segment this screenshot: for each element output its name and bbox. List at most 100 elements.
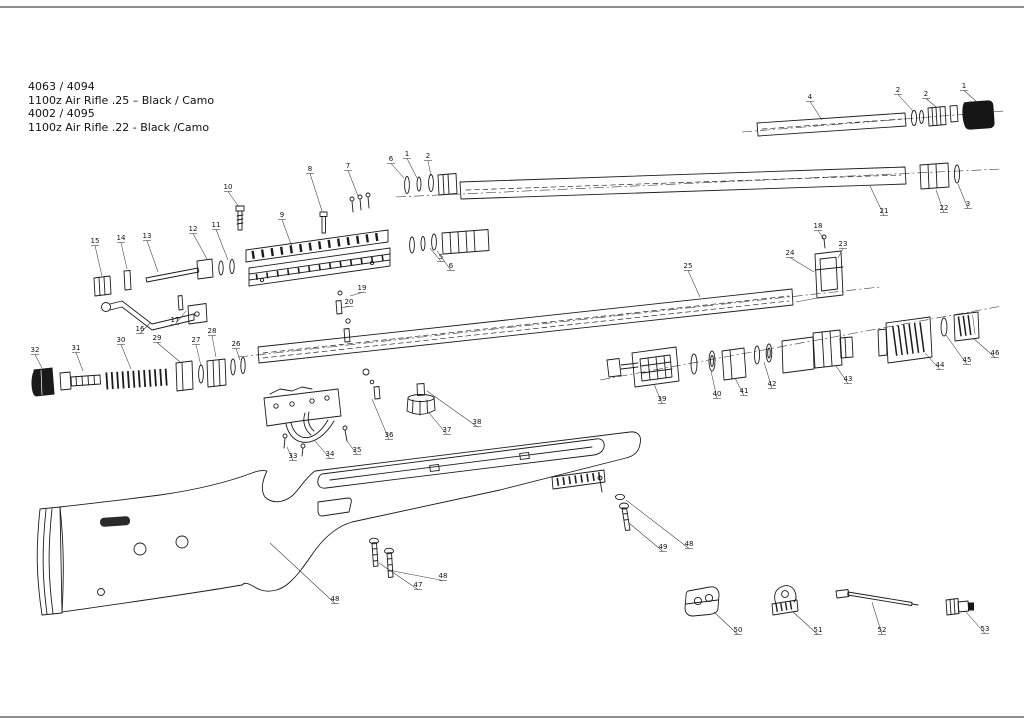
part-number-30: 30 [117, 336, 126, 344]
small-screw [597, 475, 603, 493]
part-number-32: 32 [31, 346, 40, 354]
barrel-band [684, 586, 720, 617]
seal-ring [708, 350, 716, 372]
vent-grooves [551, 469, 606, 490]
part-number-38: 38 [473, 418, 482, 426]
adjuster-knob [406, 383, 436, 416]
part-number-42: 42 [768, 380, 777, 388]
lever-pivot [187, 303, 208, 325]
callout-leader-48 [625, 499, 690, 549]
callout-leader-48 [392, 570, 444, 581]
part-number-16: 16 [136, 325, 145, 333]
callout-leader-41 [734, 377, 745, 396]
part-number-31: 31 [72, 344, 81, 352]
cocking-rod [145, 258, 214, 283]
part-number-44: 44 [936, 361, 945, 369]
callout-leader-34 [314, 440, 331, 459]
hammer-spring-assembly [31, 357, 246, 397]
callout-leader-26 [235, 348, 241, 361]
callout-leader-2 [897, 94, 914, 112]
muzzle-adapter [919, 162, 950, 190]
guide-sleeve [206, 358, 227, 388]
part-number-3: 3 [966, 200, 970, 208]
model-name-22: 1100z Air Rifle .22 - Black /Camo [28, 120, 210, 134]
sling-stud-hole [97, 588, 105, 596]
stock-screws-rear [597, 475, 631, 531]
model-codes-22: 4002 / 4095 [28, 107, 95, 120]
valve-assembly [599, 305, 1003, 388]
washer [940, 317, 948, 337]
inlet-fitting [606, 358, 639, 378]
callout-leader-1 [406, 158, 418, 179]
part-number-28: 28 [208, 327, 217, 335]
barrel-collar [437, 173, 458, 196]
callout-leader-22 [935, 189, 945, 213]
part-number-21: 21 [880, 207, 889, 215]
callout-leader-25 [687, 270, 701, 298]
power-adjuster [877, 316, 933, 364]
shroud-assembly [741, 100, 1005, 137]
part-number-14: 14 [117, 234, 126, 242]
knurl [957, 314, 976, 337]
breech-cylinder [441, 229, 490, 255]
washer [198, 364, 204, 384]
part-number-19: 19 [358, 284, 367, 292]
part-number-27: 27 [192, 336, 201, 344]
part-number-39: 39 [658, 395, 667, 403]
end-plug [93, 275, 112, 297]
trigger-screw [342, 425, 348, 442]
part-number-22: 22 [940, 204, 949, 212]
callout-leader-38 [426, 390, 478, 427]
part-number-8: 8 [308, 165, 312, 173]
fill-probe [945, 598, 974, 616]
part-number-45: 45 [963, 356, 972, 364]
o-ring [428, 174, 434, 192]
air-cylinder-tube [237, 286, 881, 364]
callout-leader-17 [174, 310, 187, 325]
receiver-slots [255, 255, 385, 280]
part-number-24: 24 [786, 249, 795, 257]
callout-leader-3 [957, 183, 969, 209]
callout-leader-53 [965, 611, 986, 634]
end-knob [953, 311, 980, 342]
part-number-52: 52 [878, 626, 887, 634]
stock-screw [369, 537, 379, 567]
callout-leader-27 [195, 344, 202, 367]
cleaning-rod [835, 589, 919, 606]
part-number-51: 51 [814, 626, 823, 634]
callout-leader-16 [139, 322, 151, 334]
part-number-40: 40 [713, 390, 722, 398]
part-number-7: 7 [346, 162, 350, 170]
coil-spring [105, 368, 169, 390]
callout-leader-5 [429, 247, 442, 262]
part-number-10: 10 [224, 183, 233, 191]
callout-leader-46 [972, 337, 996, 358]
callouts-layer: 4221612212231087956151413121116172827263… [31, 82, 1000, 635]
part-number-43: 43 [844, 375, 853, 383]
callout-leader-11 [215, 229, 229, 261]
washer [615, 493, 625, 501]
barrel-assembly [395, 162, 1003, 200]
callout-leader-49 [628, 522, 664, 552]
title-block: 4063 / 4094 1100z Air Rifle .25 – Black … [28, 80, 214, 134]
stock-screws-front [369, 537, 394, 578]
seal-ring [765, 343, 773, 363]
part-number-53: 53 [981, 625, 990, 633]
callout-leader-43 [835, 365, 849, 384]
accessories [684, 585, 974, 617]
washer [240, 357, 246, 374]
callout-leader-28 [211, 335, 217, 358]
spring-bolt [59, 371, 101, 391]
part-number-48: 48 [331, 595, 340, 603]
callout-leader-31 [75, 352, 84, 372]
stock-hole [175, 535, 189, 549]
trigger-blade [303, 412, 312, 436]
part-number-47: 47 [414, 581, 423, 589]
washer [953, 164, 961, 184]
o-ring [404, 176, 410, 194]
callout-leader-12 [192, 233, 208, 260]
part-number-33: 33 [289, 452, 298, 460]
callout-leader-2 [427, 160, 432, 177]
callout-leader-36 [371, 398, 390, 440]
